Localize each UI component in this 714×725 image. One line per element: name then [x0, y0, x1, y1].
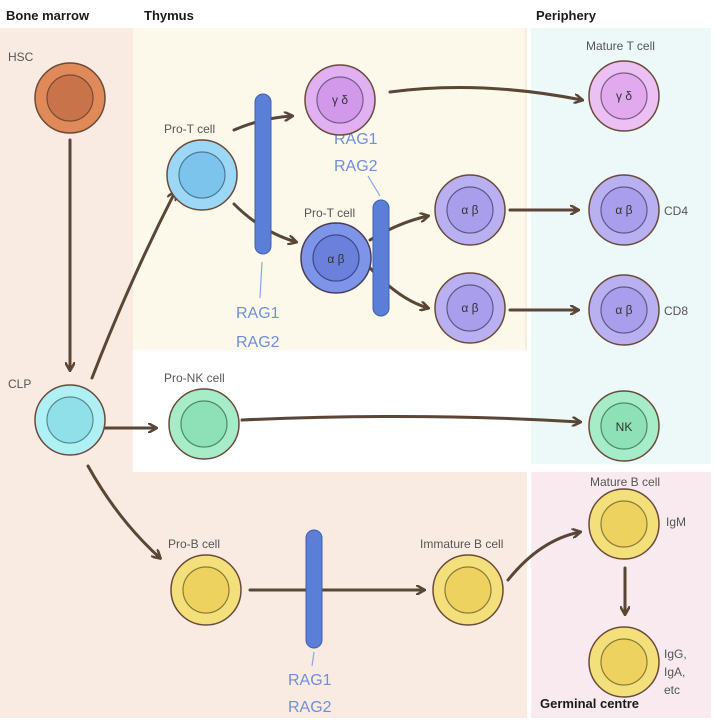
rag-connector-1	[259, 261, 263, 299]
class-switched-b-cell	[588, 626, 660, 698]
gamma-delta-inner-label: γ δ	[332, 93, 348, 107]
cd4-label: CD4	[664, 204, 688, 218]
arrow-immature-b-mature-b	[506, 532, 580, 582]
iga-label: IgA,	[664, 665, 685, 679]
mature-t-inner-label: γ δ	[616, 89, 632, 103]
nk-inner-label: NK	[616, 420, 633, 434]
cd8-inner-label: α β	[615, 303, 632, 317]
rag2-label-b-cell: RAG2	[288, 699, 332, 716]
cd8-cell	[588, 274, 660, 346]
hsc-label: HSC	[8, 50, 34, 64]
arrow-clp-pro-t	[90, 192, 175, 380]
periphery-title: Periphery	[536, 8, 597, 23]
thymus-title: Thymus	[144, 8, 194, 23]
rag-barrier-thymus-1	[254, 93, 272, 255]
pro-t-alpha-beta-cell	[300, 222, 372, 294]
arrow-clp-pro-b	[86, 464, 160, 558]
rag-connector-2	[367, 175, 381, 197]
pro-nk-cell	[168, 388, 240, 460]
pro-nk-label: Pro-NK cell	[164, 371, 225, 385]
pro-t-alpha-beta-label: Pro-T cell	[304, 206, 355, 220]
igg-label: IgG,	[664, 647, 687, 661]
pro-b-label: Pro-B cell	[168, 537, 220, 551]
mature-t-label: Mature T cell	[586, 39, 655, 53]
clp-cell	[34, 384, 106, 456]
mature-b-cell	[588, 488, 660, 560]
hsc-cell	[34, 62, 106, 134]
pro-t-cell	[166, 139, 238, 211]
rag2-label-thymus-2: RAG2	[334, 158, 378, 175]
arrow-gamma-delta-mature	[388, 86, 582, 101]
bone-marrow-title: Bone marrow	[6, 8, 90, 23]
rag-barrier-b-cell	[305, 529, 323, 649]
gamma-delta-cell	[304, 64, 376, 136]
igm-label: IgM	[666, 515, 686, 529]
immature-b-label: Immature B cell	[420, 537, 503, 551]
rag-connector-3	[311, 651, 315, 667]
etc-label: etc	[664, 683, 680, 697]
rag-barrier-thymus-2	[372, 199, 390, 317]
cd4-inner-label: α β	[615, 203, 632, 217]
alpha-beta-upper-cell	[434, 174, 506, 246]
cd8-label: CD8	[664, 304, 688, 318]
pro-t-alpha-beta-inner-label: α β	[327, 252, 344, 266]
pro-b-cell	[170, 554, 242, 626]
mature-b-label: Mature B cell	[590, 475, 660, 489]
alpha-beta-lower-cell	[434, 272, 506, 344]
immature-b-cell	[432, 554, 504, 626]
rag1-label-b-cell: RAG1	[288, 672, 332, 689]
arrow-pro-nk-nk	[240, 414, 580, 422]
cd4-cell	[588, 174, 660, 246]
arrows	[70, 86, 625, 615]
mature-t-cell	[588, 60, 660, 132]
pro-t-label: Pro-T cell	[164, 122, 215, 136]
clp-label: CLP	[8, 377, 31, 391]
alpha-beta-upper-inner-label: α β	[461, 203, 478, 217]
rag2-label-thymus-1: RAG2	[236, 334, 280, 351]
alpha-beta-lower-inner-label: α β	[461, 301, 478, 315]
nk-cell	[588, 390, 660, 462]
rag1-label-thymus-1: RAG1	[236, 305, 280, 322]
germinal-centre-title: Germinal centre	[540, 696, 639, 711]
